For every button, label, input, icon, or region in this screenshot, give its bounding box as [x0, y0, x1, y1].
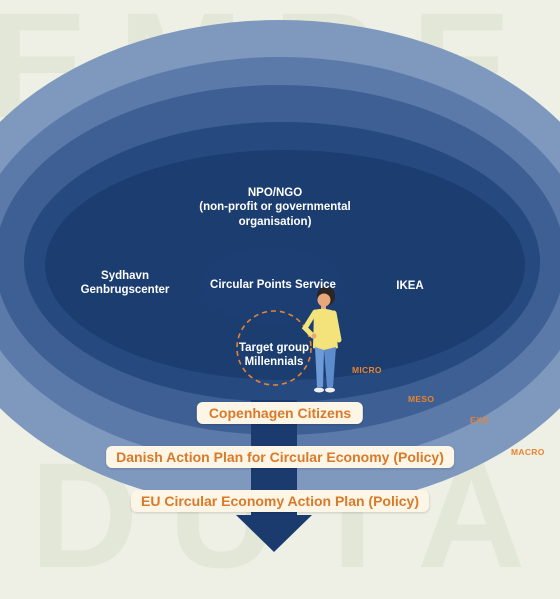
label-npo-ngo: NPO/NGO (non-profit or governmental orga…: [199, 187, 351, 228]
person-shoe-right: [325, 387, 335, 393]
arrow-head: [236, 515, 312, 552]
target-group-circle: [236, 310, 312, 386]
banner-danish-action-plan: Danish Action Plan for Circular Economy …: [106, 446, 454, 468]
person-head: [317, 293, 331, 307]
person-arm-right: [331, 310, 342, 343]
person-hand-left: [311, 333, 317, 339]
ring-center: [200, 247, 344, 323]
level-exo: EXO: [470, 415, 489, 425]
level-meso: MESO: [408, 394, 435, 404]
label-circular-points: Circular Points Service: [210, 279, 336, 291]
person-leg-left: [315, 347, 324, 387]
banner-copenhagen-citizens: Copenhagen Citizens: [196, 402, 364, 424]
label-sydhavn: Sydhavn Genbrugscenter: [80, 270, 170, 297]
person-icon: [301, 286, 342, 393]
person-shoe-left: [314, 387, 324, 393]
person-arm-left: [301, 309, 318, 339]
banner-eu-action-plan: EU Circular Economy Action Plan (Policy): [131, 490, 429, 512]
level-macro: MACRO: [511, 447, 545, 457]
person-leg-right: [324, 347, 336, 387]
label-ikea: IKEA: [396, 280, 424, 292]
person-neck: [321, 305, 326, 310]
label-target-group: Target group Millennials: [238, 342, 310, 369]
person-torso: [313, 308, 338, 350]
level-micro: MICRO: [352, 365, 382, 375]
ecological-rings-svg: [0, 20, 560, 552]
